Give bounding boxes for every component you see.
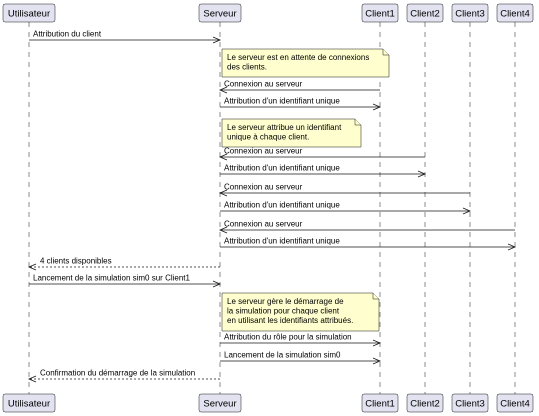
message-arrowhead — [212, 36, 222, 44]
note-body — [221, 48, 390, 78]
diagram-steps: Attribution du client Le serveur est en a… — [27, 30, 517, 383]
message-arrowhead — [27, 263, 37, 271]
participant-box — [406, 3, 444, 23]
participant-box — [2, 393, 56, 413]
participant-box — [198, 393, 242, 413]
message-label: Attribution d'un identifiant unique — [224, 237, 340, 246]
participant-label: Client4 — [500, 9, 530, 20]
participant-label: Client3 — [455, 399, 485, 410]
participant-label: Client2 — [410, 9, 440, 20]
participant-client1-top: Client1 — [361, 3, 399, 23]
participant-client3-bottom: Client3 — [451, 393, 489, 413]
participant-serveur-top: Serveur — [198, 3, 242, 23]
participant-label: Utilisateur — [8, 399, 50, 410]
participant-label: Client3 — [455, 9, 485, 20]
message-arrowhead — [372, 339, 382, 347]
participant-client1-bottom: Client1 — [361, 393, 399, 413]
message: Lancement de la simulation sim0 — [220, 351, 382, 365]
note-text-line: Le serveur est en attente de connexions — [227, 53, 369, 62]
participant-client4-top: Client4 — [496, 3, 534, 23]
message-arrowhead — [212, 280, 222, 288]
message-arrowhead — [218, 226, 228, 234]
participant-label: Client2 — [410, 399, 440, 410]
message-label: Connexion au serveur — [224, 183, 303, 192]
message-arrowhead — [507, 243, 517, 251]
participant-label: Serveur — [203, 9, 236, 20]
participant-heads-top: Utilisateur Serveur Client1 Client2 Client3 C… — [2, 3, 534, 23]
participant-heads-bottom: Utilisateur Serveur Client1 Client2 Client3 C… — [2, 393, 534, 413]
participant-box — [361, 393, 399, 413]
message: Attribution d'un identifiant unique — [220, 237, 517, 251]
message: Attribution d'un identifiant unique — [220, 164, 427, 178]
note-fold-corner — [382, 49, 389, 56]
note-text-line: Le serveur attribue un identifiant — [227, 123, 342, 132]
participant-box — [2, 3, 56, 23]
message: Connexion au serveur — [218, 183, 470, 197]
message: Attribution d'un identifiant unique — [220, 97, 382, 111]
message: Connexion au serveur — [218, 147, 425, 161]
note-text-line: Le serveur gère le démarrage de — [227, 297, 344, 306]
participant-client3-top: Client3 — [451, 3, 489, 23]
participant-box — [451, 3, 489, 23]
message: Attribution d'un identifiant unique — [220, 201, 472, 215]
message-label: Connexion au serveur — [224, 147, 303, 156]
participant-client4-bottom: Client4 — [496, 393, 534, 413]
message-label: Attribution d'un identifiant unique — [224, 97, 340, 106]
participant-utilisateur-bottom: Utilisateur — [2, 393, 56, 413]
note-text-line: la simulation pour chaque client — [227, 307, 340, 316]
participant-box — [406, 393, 444, 413]
message-label: Lancement de la simulation sim0 — [224, 351, 341, 360]
note-fold-corner — [372, 293, 379, 300]
note-text-line: en utilisant les identifiants attribués. — [227, 316, 353, 325]
participant-client2-top: Client2 — [406, 3, 444, 23]
message-arrowhead — [372, 103, 382, 111]
message: Connexion au serveur — [218, 220, 515, 234]
message-arrowhead — [417, 170, 427, 178]
message: Connexion au serveur — [218, 80, 380, 94]
message-arrowhead — [27, 375, 37, 383]
message-arrowhead — [462, 207, 472, 215]
note-text-line: des clients. — [227, 63, 267, 72]
message-arrowhead — [218, 189, 228, 197]
participant-box — [198, 3, 242, 23]
message-arrowhead — [218, 86, 228, 94]
note: Le serveur est en attente de connexionsd… — [221, 48, 390, 78]
participant-label: Serveur — [203, 399, 236, 410]
participant-serveur-bottom: Serveur — [198, 393, 242, 413]
participant-label: Client1 — [365, 399, 395, 410]
message: 4 clients disponibles — [27, 257, 220, 271]
note-body — [221, 118, 362, 148]
participant-label: Client1 — [365, 9, 395, 20]
participant-box — [451, 393, 489, 413]
message-label: Attribution du client — [33, 30, 102, 39]
message-label: Attribution d'un identifiant unique — [224, 164, 340, 173]
participant-box — [496, 3, 534, 23]
note-body — [221, 292, 380, 332]
message-arrowhead — [372, 357, 382, 365]
note-text-line: unique à chaque client. — [227, 133, 309, 142]
message-label: Connexion au serveur — [224, 80, 303, 89]
participant-label: Utilisateur — [8, 9, 50, 20]
message: Confirmation du démarrage de la simulati… — [27, 369, 220, 383]
message-label: Attribution du rôle pour la simulation — [224, 333, 352, 342]
note-fold-corner — [354, 119, 361, 126]
message-label: Lancement de la simulation sim0 sur Clie… — [33, 274, 191, 283]
participant-client2-bottom: Client2 — [406, 393, 444, 413]
participant-label: Client4 — [500, 399, 530, 410]
participant-box — [496, 393, 534, 413]
message-label: Attribution d'un identifiant unique — [224, 201, 340, 210]
message-label: 4 clients disponibles — [40, 257, 112, 266]
note: Le serveur attribue un identifiantunique… — [221, 118, 362, 148]
message: Attribution du client — [29, 30, 222, 44]
message-arrowhead — [218, 153, 228, 161]
lifelines — [28, 22, 516, 394]
message-label: Connexion au serveur — [224, 220, 303, 229]
participant-box — [361, 3, 399, 23]
message-label: Confirmation du démarrage de la simulati… — [40, 369, 195, 378]
message: Lancement de la simulation sim0 sur Clie… — [29, 274, 222, 288]
message: Attribution du rôle pour la simulation — [220, 333, 382, 347]
participant-utilisateur-top: Utilisateur — [2, 3, 56, 23]
